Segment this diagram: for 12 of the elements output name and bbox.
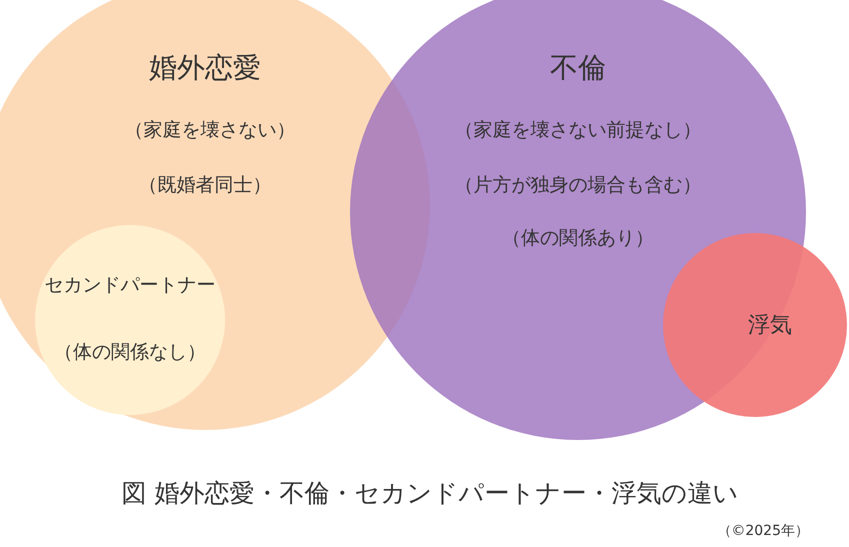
- circle-label: セカンドパートナー: [44, 273, 216, 298]
- circle-heading: 不倫: [550, 50, 606, 86]
- circle-note: （体の関係あり）: [502, 226, 654, 251]
- circle-note: （体の関係なし）: [54, 340, 206, 365]
- circle-note: （既婚者同士）: [138, 173, 272, 198]
- circle-heading: 婚外恋愛: [149, 50, 261, 86]
- copyright-note: （©2025年）: [717, 522, 809, 540]
- circle-note: （片方が独身の場合も含む）: [454, 173, 702, 198]
- circle-label: 浮気: [748, 312, 792, 340]
- circle-note: （家庭を壊さない前提なし）: [454, 118, 702, 143]
- figure-title: 図 婚外恋愛・不倫・セカンドパートナー・浮気の違い: [122, 478, 738, 510]
- circle-note: （家庭を壊さない）: [124, 118, 296, 143]
